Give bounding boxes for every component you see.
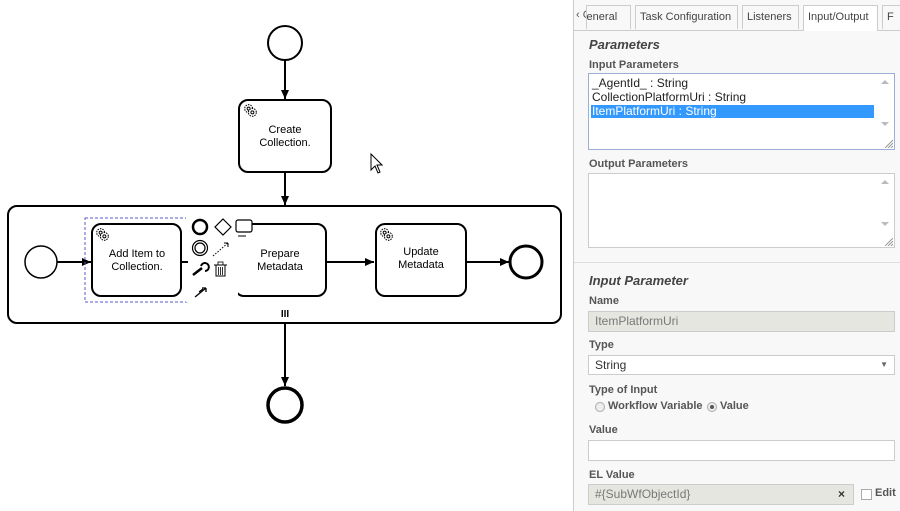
edit-label: Edit	[875, 487, 896, 499]
append-intermediate-event-icon[interactable]	[191, 239, 209, 257]
tab-label: Task Configuration	[640, 11, 732, 23]
value-input[interactable]	[588, 440, 895, 461]
tab-input-output[interactable]: Input/Output	[803, 5, 878, 31]
value-label: Value	[589, 424, 618, 436]
context-pad[interactable]	[183, 212, 253, 302]
radio-workflow-variable-label: Workflow Variable	[608, 400, 703, 412]
tab-label: Listeners	[747, 11, 792, 23]
end-event-inner[interactable]	[508, 244, 544, 280]
task-prepare-metadata[interactable]: Prepare Metadata	[234, 223, 327, 297]
start-event-inner[interactable]	[24, 245, 58, 279]
resize-handle-icon[interactable]	[885, 140, 893, 148]
input-parameter-option[interactable]: CollectionPlatformUri : String	[592, 90, 747, 104]
radio-value-label: Value	[720, 400, 749, 412]
input-parameter-option[interactable]: _AgentId_ : String	[592, 76, 689, 90]
mouse-cursor-icon	[370, 152, 384, 174]
start-event-top[interactable]	[267, 25, 303, 61]
name-label: Name	[589, 295, 619, 307]
tab-label: Input/Output	[808, 11, 869, 23]
scroll-down-icon[interactable]	[881, 222, 889, 226]
edit-checkbox[interactable]	[861, 489, 872, 500]
task-label-line: Update	[403, 246, 438, 258]
task-update-metadata[interactable]: Update Metadata	[375, 223, 467, 297]
task-label-line: Create	[268, 124, 301, 136]
resize-handle-icon[interactable]	[885, 238, 893, 246]
parameters-heading: Parameters	[589, 37, 660, 52]
task-label-line: Collection.	[111, 261, 162, 273]
chevron-down-icon: ▼	[880, 360, 888, 369]
radio-value[interactable]	[707, 402, 717, 412]
bpmn-canvas[interactable]: Create Collection. III Add Item to Colle…	[0, 0, 570, 511]
scroll-up-icon[interactable]	[881, 80, 889, 84]
task-label-line: Prepare	[260, 248, 299, 260]
input-parameter-heading: Input Parameter	[589, 273, 688, 288]
clear-icon[interactable]: ×	[837, 487, 845, 501]
scroll-up-icon[interactable]	[881, 180, 889, 184]
trash-icon[interactable]	[214, 261, 227, 277]
input-parameters-list[interactable]: _AgentId_ : String CollectionPlatformUri…	[588, 73, 895, 150]
end-event-bottom[interactable]	[266, 386, 304, 424]
el-value-text: #{SubWfObjectId}	[595, 487, 691, 501]
list-scrollbar[interactable]	[878, 76, 892, 136]
lasso-arrows-icon[interactable]	[194, 287, 207, 298]
task-label-line: Collection.	[259, 137, 310, 149]
input-parameter-option-selected[interactable]: ItemPlatformUri : String	[591, 105, 874, 118]
task-label-line: Add Item to	[109, 248, 165, 260]
list-scrollbar[interactable]	[878, 176, 892, 236]
append-text-annotation-icon[interactable]	[235, 219, 253, 237]
output-parameters-list[interactable]	[588, 173, 895, 248]
tab-listeners[interactable]: Listeners	[742, 5, 799, 29]
radio-workflow-variable[interactable]	[595, 402, 605, 412]
multi-instance-marker-icon: III	[281, 309, 290, 320]
type-selected-value: String	[595, 358, 627, 372]
tab-label: F	[887, 11, 894, 23]
task-create-collection[interactable]: Create Collection.	[238, 99, 332, 173]
wrench-icon[interactable]	[192, 267, 203, 276]
append-end-event-icon[interactable]	[191, 218, 209, 236]
type-select[interactable]: String ▼	[588, 355, 895, 375]
scroll-down-icon[interactable]	[881, 122, 889, 126]
output-parameters-label: Output Parameters	[589, 158, 689, 170]
el-value-label: EL Value	[589, 469, 635, 481]
append-gateway-icon[interactable]	[214, 218, 232, 236]
connect-tool-icon[interactable]	[212, 242, 229, 257]
task-label-line: Metadata	[398, 259, 445, 271]
name-field[interactable]: ItemPlatformUri	[588, 311, 895, 332]
el-value-field[interactable]: #{SubWfObjectId} ×	[588, 484, 854, 505]
type-label: Type	[589, 339, 614, 351]
task-label-line: Metadata	[257, 261, 304, 273]
type-of-input-label: Type of Input	[589, 384, 658, 396]
input-parameters-label: Input Parameters	[589, 59, 679, 71]
section-divider	[574, 262, 900, 263]
selection-outline	[84, 217, 188, 303]
tab-task-configuration[interactable]: Task Configuration	[635, 5, 738, 29]
tab-overflow[interactable]: F	[882, 5, 900, 29]
task-add-item-to-collection[interactable]: Add Item to Collection.	[91, 223, 182, 297]
